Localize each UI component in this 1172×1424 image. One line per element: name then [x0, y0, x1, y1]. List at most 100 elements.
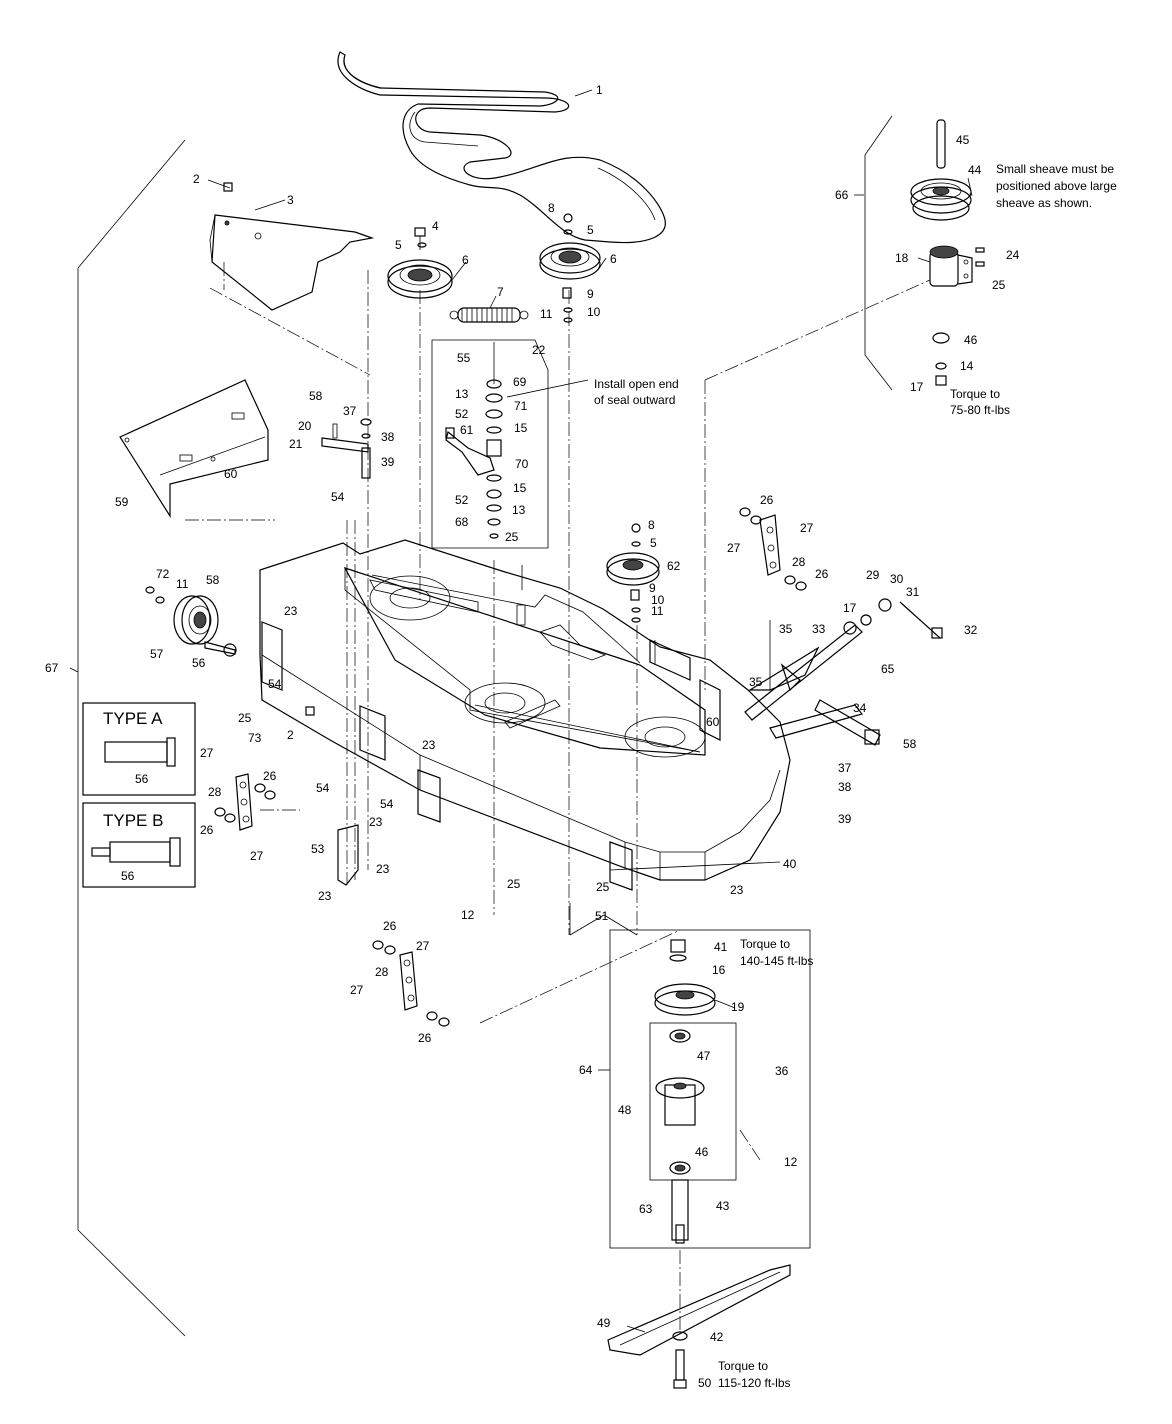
- callout: 26: [383, 919, 397, 933]
- sheave-note-line-1: Small sheave must be: [996, 162, 1114, 176]
- bolt-4: [414, 227, 426, 237]
- callout: 41: [714, 940, 728, 954]
- callout: 11: [651, 604, 664, 618]
- callout: 32: [964, 623, 978, 637]
- callout: 27: [200, 746, 214, 760]
- callout: 8: [648, 518, 655, 532]
- spindle-housing-box: [649, 1022, 737, 1181]
- seal-note-line-1: Install open end: [594, 377, 679, 391]
- torque-blade-line-1: Torque to: [718, 1359, 768, 1373]
- callout: 68: [455, 515, 469, 529]
- callout: 56: [192, 656, 206, 670]
- callout: 57: [150, 647, 164, 661]
- callout: 26: [263, 769, 277, 783]
- bracket-53: [337, 824, 359, 886]
- torque-top-line-1: Torque to: [950, 387, 1000, 401]
- callout: 23: [284, 604, 298, 618]
- callout: 17: [910, 380, 924, 394]
- callout: 39: [381, 455, 395, 469]
- callout: 27: [250, 849, 264, 863]
- idler-pulley-left: [387, 259, 453, 299]
- callout: 26: [760, 493, 774, 507]
- callout: 38: [838, 780, 852, 794]
- callout: 15: [513, 481, 527, 495]
- callout: 5: [395, 238, 402, 252]
- callout: 9: [649, 581, 656, 595]
- callout: 20: [298, 419, 312, 433]
- callout-leaders: [69, 89, 973, 1333]
- spindle-assembly: [654, 939, 716, 1244]
- callout: 7: [497, 285, 504, 299]
- callout: 24: [1006, 248, 1020, 262]
- clip-2b: [305, 706, 315, 716]
- deflector-shield: [119, 379, 269, 519]
- callout: 54: [331, 490, 345, 504]
- callout: 12: [461, 908, 475, 922]
- idler-arm-box: [431, 339, 549, 549]
- mower-deck: [259, 539, 791, 891]
- callout: 25: [596, 880, 610, 894]
- idler-arm: [445, 342, 503, 539]
- callout: 30: [890, 572, 904, 586]
- callout: 66: [835, 188, 849, 202]
- callout: 14: [960, 359, 974, 373]
- callout: 43: [716, 1199, 730, 1213]
- callout: 60: [706, 715, 720, 729]
- callout: 25: [507, 877, 521, 891]
- callout: 54: [380, 797, 394, 811]
- callout: 48: [618, 1103, 632, 1117]
- callout: 35: [779, 622, 793, 636]
- drive-belt: [337, 51, 666, 244]
- lift-arm-assembly: [744, 598, 943, 746]
- callout: 51: [595, 909, 609, 923]
- callout: 4: [432, 219, 439, 233]
- callout: 19: [731, 1000, 745, 1014]
- callout: 11: [540, 307, 553, 321]
- callout: 28: [375, 965, 389, 979]
- callout: 13: [512, 503, 526, 517]
- callout: 52: [455, 493, 469, 507]
- callout: 29: [866, 568, 880, 582]
- callout: 23: [376, 862, 390, 876]
- callout: 54: [316, 781, 330, 795]
- callout: 21: [289, 437, 303, 451]
- belt-cover: [209, 214, 375, 311]
- callout: 67: [45, 661, 59, 675]
- callout: 23: [318, 889, 332, 903]
- callout: 63: [639, 1202, 653, 1216]
- callout: 12: [784, 1155, 798, 1169]
- callout: 25: [238, 711, 252, 725]
- callout: 10: [587, 305, 601, 319]
- callout: 60: [224, 467, 238, 481]
- callout: 25: [505, 530, 519, 544]
- sheave-note: Small sheave must be positioned above la…: [996, 162, 1120, 210]
- callout: 64: [579, 1063, 593, 1077]
- callout: 58: [309, 389, 323, 403]
- callout: 13: [455, 387, 469, 401]
- callout: 55: [457, 351, 471, 365]
- callout: 5: [650, 536, 657, 550]
- sheave-note-line-2: positioned above large: [996, 179, 1117, 193]
- callout: 70: [515, 457, 529, 471]
- torque-spindle-line-2: 140-145 ft-lbs: [740, 954, 813, 968]
- torque-note-top: Torque to 75-80 ft-lbs: [950, 387, 1010, 417]
- callout: 26: [418, 1031, 432, 1045]
- callout: 2: [193, 172, 200, 186]
- callout: 38: [381, 430, 395, 444]
- callout: 25: [992, 278, 1006, 292]
- callout: 69: [513, 375, 527, 389]
- spindle-assembly-box: [609, 929, 811, 1249]
- inset-type-b-part: 56: [121, 869, 135, 883]
- callout: 16: [712, 963, 726, 977]
- callout: 46: [964, 333, 978, 347]
- double-sheave-assembly: [910, 119, 985, 386]
- seal-note-line-2: of seal outward: [594, 393, 675, 407]
- callout: 27: [416, 939, 430, 953]
- callout: 2: [287, 728, 294, 742]
- torque-spindle-line-1: Torque to: [740, 937, 790, 951]
- callout: 1: [596, 83, 603, 97]
- idler-pulley-center: [539, 242, 601, 280]
- callout: 8: [548, 201, 555, 215]
- callout: 11: [176, 577, 189, 591]
